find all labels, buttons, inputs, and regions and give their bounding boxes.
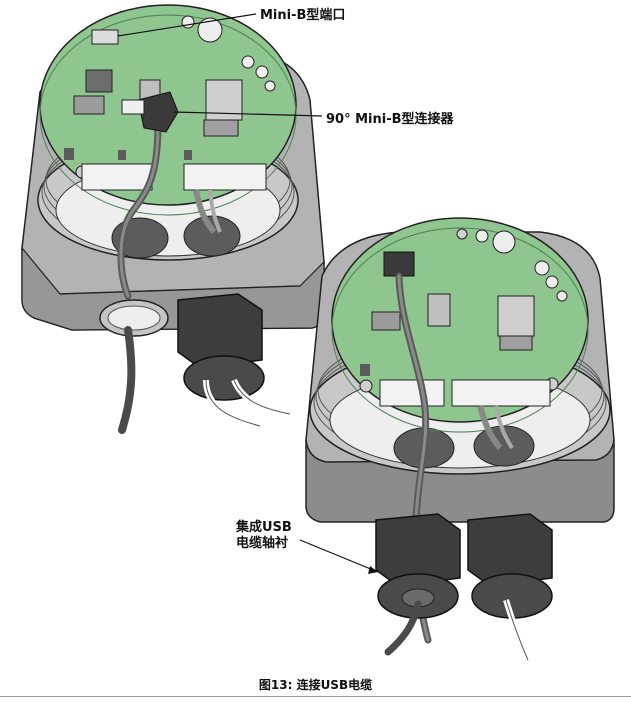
- figure-caption: 图13: 连接USB电缆: [258, 678, 373, 692]
- circuit-board-right: [331, 217, 589, 450]
- integrated-usb-cable-gland: [375, 513, 461, 656]
- label-integrated-usb-gland: 集成USB 电缆轴衬: [236, 520, 292, 552]
- cable-gland-left: [177, 293, 291, 429]
- label-90-degree-connector: 90° Mini-B型连接器: [326, 112, 454, 127]
- label-integrated-usb-gland-line1: 集成USB: [236, 520, 292, 535]
- usb-plug-right: [383, 251, 415, 277]
- leader-lines: [117, 13, 379, 573]
- side-conduit-port: [99, 299, 169, 434]
- usb-cable-left: [117, 120, 162, 300]
- label-mini-b-port: Mini-B型端口: [260, 8, 346, 23]
- caption-rule: [0, 696, 631, 697]
- mini-b-port-socket: [91, 29, 119, 45]
- cable-gland-right: [467, 513, 553, 662]
- connector-90-degree: [121, 91, 179, 133]
- label-integrated-usb-gland-line2: 电缆轴衬: [236, 536, 289, 551]
